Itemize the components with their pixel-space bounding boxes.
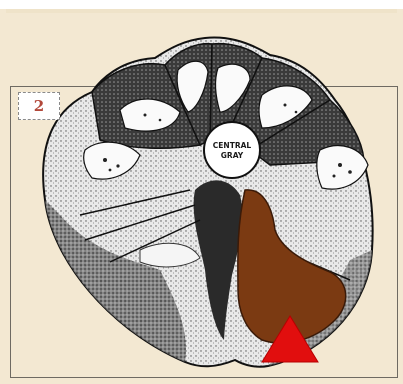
central-gray-label-line1: CENTRAL [213, 141, 252, 150]
panel-number: 2 [34, 97, 44, 115]
panel-number-badge: 2 [18, 92, 60, 120]
central-gray-label-line2: GRAY [221, 151, 244, 160]
central-gray-label-bubble [204, 122, 260, 178]
